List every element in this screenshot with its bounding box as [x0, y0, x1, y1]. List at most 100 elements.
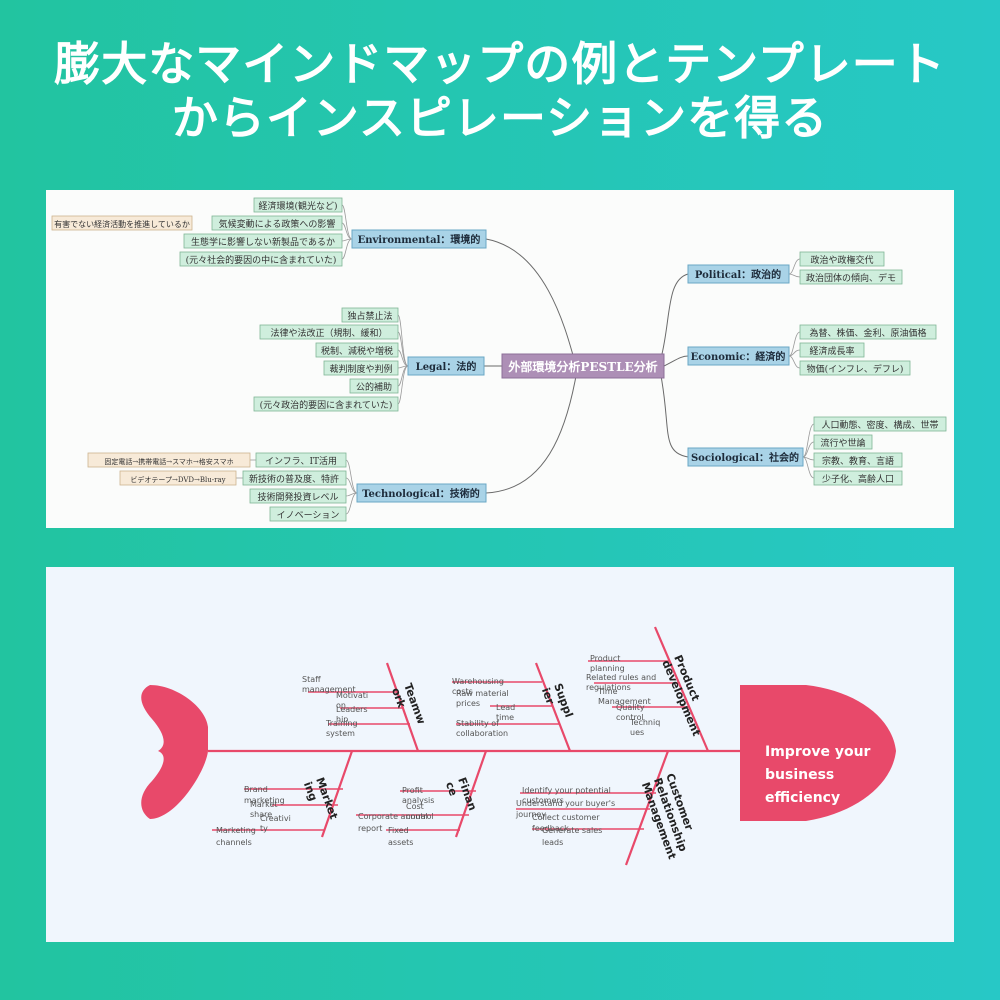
svg-text:Training: Training [325, 719, 358, 728]
branch-environmental[interactable]: Environmental：環境的 [351, 229, 487, 249]
legal-item-2[interactable]: 法律や法改正（規制、緩和） [259, 324, 399, 340]
svg-text:Technological：技術的: Technological：技術的 [362, 487, 480, 500]
svg-text:(元々政治的要因に含まれていた): (元々政治的要因に含まれていた) [260, 399, 393, 411]
headline-line-2: からインスピレーションを得る [171, 91, 829, 145]
connector [660, 375, 689, 458]
env-item-3[interactable]: 生態学に影響しない新製品であるか [183, 233, 343, 249]
branch-political[interactable]: Political：政治的 [687, 264, 790, 284]
label-finance: Finance [443, 776, 479, 817]
svg-text:Lead: Lead [496, 703, 515, 712]
svg-text:share: share [250, 810, 272, 819]
svg-text:analysis: analysis [402, 796, 434, 805]
bone-teamwork [385, 662, 420, 752]
sociological-item-2[interactable]: 流行や世論 [813, 434, 873, 450]
fish-tail [141, 685, 208, 819]
svg-text:ビデオテープ→DVD→Blu-ray: ビデオテープ→DVD→Blu-ray [130, 475, 225, 484]
connector [485, 375, 577, 494]
env-sub-item[interactable]: 有害でない経済活動を推進しているか [51, 215, 193, 231]
svg-text:Fixed: Fixed [388, 826, 409, 835]
svg-text:assets: assets [388, 838, 413, 847]
sociological-item-1[interactable]: 人口動態、密度、構成、世帯 [813, 416, 947, 432]
svg-text:宗教、教育、言語: 宗教、教育、言語 [822, 455, 894, 467]
sociological-item-3[interactable]: 宗教、教育、言語 [813, 452, 903, 468]
env-item-2[interactable]: 気候変動による政策への影響 [211, 215, 343, 231]
svg-text:Creativi: Creativi [260, 814, 291, 823]
svg-text:イノベーション: イノベーション [277, 511, 340, 521]
svg-text:system: system [326, 729, 355, 738]
bone-supplier [534, 662, 572, 752]
svg-text:為替、株価、金利、原油価格: 為替、株価、金利、原油価格 [809, 327, 926, 339]
svg-text:Environmental：環境的: Environmental：環境的 [358, 233, 481, 246]
svg-text:time: time [496, 713, 514, 722]
svg-text:control: control [406, 812, 434, 821]
sociological-item-4[interactable]: 少子化、高齢人口 [813, 470, 903, 486]
economic-item-2[interactable]: 経済成長率 [799, 342, 865, 358]
env-item-4[interactable]: (元々社会的要因の中に含まれていた) [179, 251, 343, 267]
svg-text:hip: hip [336, 715, 348, 724]
branch-technological[interactable]: Technological：技術的 [356, 483, 487, 503]
svg-text:政治や政権交代: 政治や政権交代 [810, 254, 873, 266]
svg-text:独占禁止法: 独占禁止法 [347, 310, 392, 322]
svg-text:feedback: feedback [532, 824, 569, 833]
svg-text:Identify your potential: Identify your potential [522, 786, 611, 795]
legal-item-6[interactable]: (元々政治的要因に含まれていた) [253, 396, 399, 412]
svg-text:新技術の普及度、特許: 新技術の普及度、特許 [249, 473, 339, 485]
svg-text:外部環境分析PESTLE分析: 外部環境分析PESTLE分析 [508, 359, 657, 374]
root-node[interactable]: 外部環境分析PESTLE分析 [501, 353, 665, 379]
svg-text:裁判制度や判例: 裁判制度や判例 [329, 363, 392, 375]
head-line-2: business [765, 767, 834, 783]
political-item-1[interactable]: 政治や政権交代 [799, 251, 885, 267]
branch-economic[interactable]: Economic：経済的 [687, 346, 790, 366]
svg-text:Warehousing: Warehousing [452, 677, 504, 686]
branch-legal[interactable]: Legal：法的 [407, 356, 485, 376]
svg-text:Management: Management [598, 697, 651, 706]
svg-text:Motivati: Motivati [336, 691, 368, 700]
svg-text:生態学に影響しない新製品であるか: 生態学に影響しない新製品であるか [191, 236, 335, 248]
fish-head[interactable] [740, 685, 896, 821]
svg-text:control: control [616, 713, 644, 722]
svg-text:Quality: Quality [616, 703, 645, 712]
svg-text:customers: customers [522, 796, 564, 805]
svg-text:Time: Time [597, 687, 618, 696]
env-item-1[interactable]: 経済環境(観光など) [253, 197, 343, 213]
legal-item-3[interactable]: 税制、減税や増税 [315, 342, 399, 358]
tech-sub-item-1[interactable]: 固定電話→携帯電話→スマホ→格安スマホ [87, 452, 251, 468]
tech-item-4[interactable]: イノベーション [269, 506, 347, 522]
economic-item-3[interactable]: 物価(インフレ、デフレ) [799, 360, 911, 376]
tech-item-1[interactable]: インフラ、IT活用 [255, 452, 347, 468]
svg-text:report: report [358, 824, 382, 833]
pestle-mindmap-panel: 外部環境分析PESTLE分析 Environmental：環境的 経済環境(観光… [46, 190, 954, 528]
head-line-1: Improve your [765, 744, 871, 760]
tech-item-3[interactable]: 技術開発投資レベル [249, 488, 347, 504]
svg-text:政治団体の傾向、デモ: 政治団体の傾向、デモ [806, 272, 896, 284]
svg-text:journey: journey [515, 810, 546, 819]
headline-line-1: 膨大なマインドマップの例とテンプレート [54, 37, 946, 91]
label-crm: CustomerRelationshipManagement [639, 772, 703, 861]
svg-text:技術開発投資レベル: 技術開発投資レベル [257, 491, 338, 503]
economic-item-1[interactable]: 為替、株価、金利、原油価格 [799, 324, 937, 340]
svg-text:Marketing: Marketing [216, 826, 256, 835]
svg-text:costs: costs [452, 687, 473, 696]
bone-finance [454, 750, 488, 838]
label-marketing: Marketing [301, 776, 340, 826]
svg-text:Staff: Staff [302, 675, 321, 684]
svg-text:Sociological：社会的: Sociological：社会的 [691, 451, 799, 464]
bone-crm [624, 750, 670, 866]
legal-item-5[interactable]: 公的補助 [349, 378, 399, 394]
svg-text:経済成長率: 経済成長率 [809, 345, 854, 357]
svg-text:ues: ues [630, 728, 644, 737]
tech-sub-item-2[interactable]: ビデオテープ→DVD→Blu-ray [119, 470, 237, 486]
fishbone-diagram: Improve your business efficiency Teamwor… [141, 626, 896, 866]
svg-text:Brand: Brand [244, 785, 268, 794]
svg-text:Understand your buyer's: Understand your buyer's [516, 799, 615, 808]
branch-sociological[interactable]: Sociological：社会的 [687, 447, 804, 467]
tech-item-2[interactable]: 新技術の普及度、特許 [242, 470, 347, 486]
svg-text:有害でない経済活動を推進しているか: 有害でない経済活動を推進しているか [54, 219, 190, 229]
legal-item-4[interactable]: 裁判制度や判例 [323, 360, 399, 376]
svg-text:Techniq: Techniq [629, 718, 660, 727]
political-item-2[interactable]: 政治団体の傾向、デモ [799, 269, 903, 285]
legal-item-1[interactable]: 独占禁止法 [341, 307, 399, 323]
svg-text:marketing: marketing [244, 796, 285, 805]
svg-text:Cost: Cost [406, 802, 424, 811]
svg-text:Leaders: Leaders [336, 705, 368, 714]
